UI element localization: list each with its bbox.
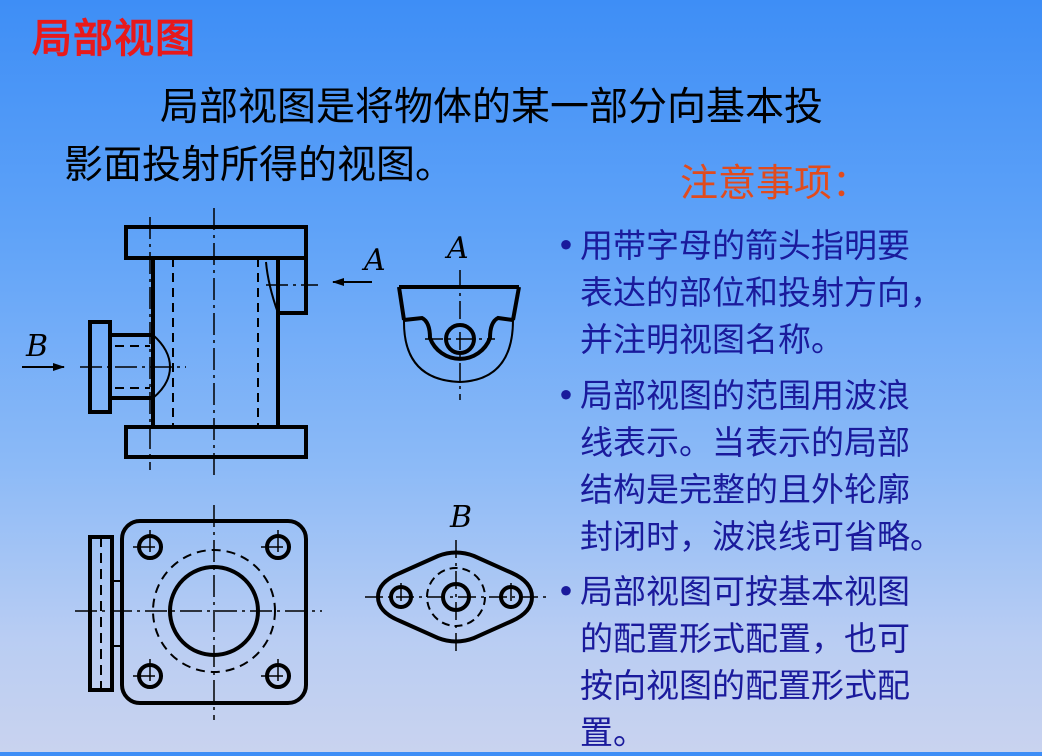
bullet-dot-icon: • bbox=[556, 226, 576, 265]
view-a-label: A bbox=[444, 231, 469, 266]
front-view bbox=[22, 208, 372, 478]
note-bullet-2-line-4: 封闭时，波浪线可省略。 bbox=[580, 517, 943, 556]
note-bullet-2-line-2: 线表示。当表示的局部 bbox=[580, 423, 910, 462]
note-bullet-1-line-2: 表达的部位和投射方向， bbox=[580, 273, 943, 312]
view-b bbox=[365, 540, 548, 655]
note-bullet-1: •用带字母的箭头指明要 表达的部位和投射方向， 并注明视图名称。 bbox=[552, 222, 1032, 363]
slide-title: 局部视图 bbox=[32, 16, 196, 62]
bottom-view bbox=[75, 505, 322, 720]
note-bullet-2: •局部视图的范围用波浪 线表示。当表示的局部 结构是完整的且外轮廓 封闭时，波浪… bbox=[552, 372, 1032, 560]
intro-line-1: 局部视图是将物体的某一部分向基本投 bbox=[160, 85, 824, 130]
note-bullet-3-line-4: 置。 bbox=[580, 713, 646, 752]
note-bullet-3-line-3: 按向视图的配置形式配 bbox=[580, 666, 910, 705]
front-view-top-flange bbox=[124, 225, 308, 260]
note-bullet-2-line-3: 结构是完整的且外轮廓 bbox=[580, 470, 910, 509]
arrow-a-label: A bbox=[361, 243, 386, 278]
view-b-label: B bbox=[449, 500, 472, 535]
note-bullet-3: •局部视图可按基本视图 的配置形式配置，也可 按向视图的配置形式配 置。 bbox=[552, 568, 1032, 756]
note-bullet-1-line-3: 并注明视图名称。 bbox=[580, 320, 844, 359]
note-bullet-1-line-1: •用带字母的箭头指明要 bbox=[552, 222, 1032, 269]
arrow-b-label: B bbox=[25, 329, 48, 364]
note-bullet-3-line-2: 的配置形式配置，也可 bbox=[580, 619, 910, 658]
front-view-bottom-flange bbox=[124, 425, 308, 459]
note-bullet-2-line-1: •局部视图的范围用波浪 bbox=[552, 372, 1032, 419]
intro-line-2: 影面投射所得的视图。 bbox=[64, 143, 455, 188]
view-a bbox=[397, 270, 521, 400]
bullet-dot-icon: • bbox=[556, 376, 576, 415]
note-bullet-3-line-1: •局部视图可按基本视图 bbox=[552, 568, 1032, 615]
notes-heading: 注意事项： bbox=[680, 161, 871, 205]
bullet-dot-icon: • bbox=[556, 572, 576, 611]
